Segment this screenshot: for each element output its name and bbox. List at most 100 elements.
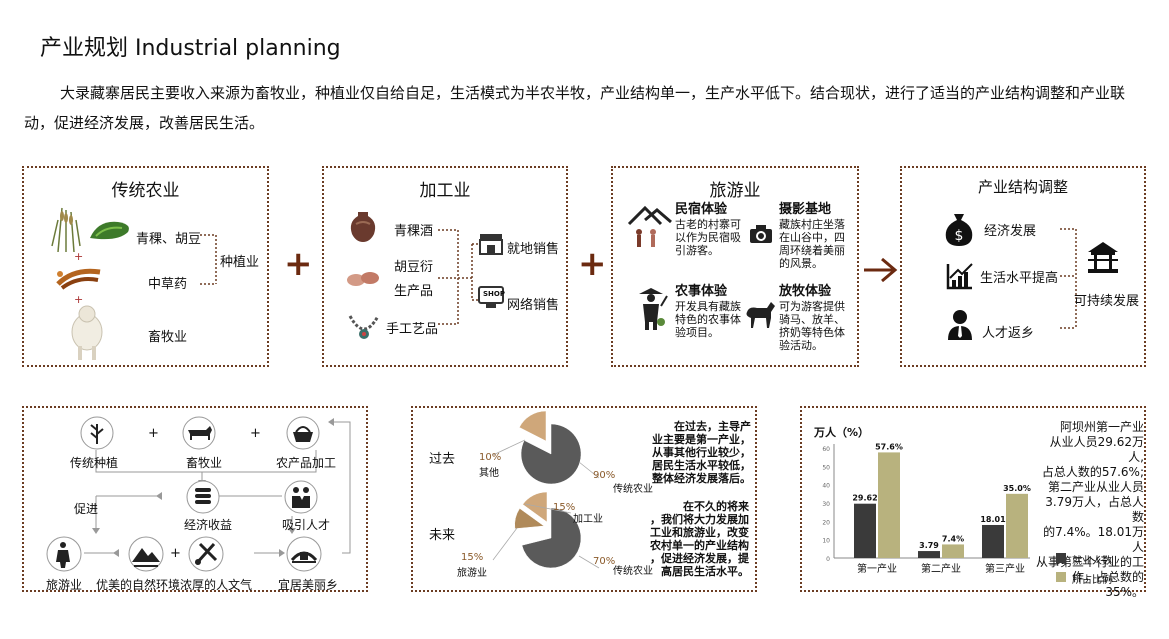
pie-charts — [492, 410, 600, 569]
person-icon — [946, 308, 974, 340]
plus-sign: + — [74, 293, 84, 306]
bar-note-line: 阿坝州第一产业 — [1059, 420, 1144, 434]
bar-value-label: 3.79 — [919, 541, 939, 550]
panel-title: 加工业 — [419, 181, 471, 201]
pie-future-desc-line: ，我们将大力发展加 — [650, 513, 749, 526]
handshake-icon — [284, 480, 318, 518]
bar-note-line: 占总人数的57.6%; — [1041, 465, 1144, 479]
plus-sign: + — [148, 426, 159, 441]
cycle-node-promote: 促进 — [74, 502, 99, 516]
store-icon — [478, 232, 504, 256]
pie-future-tourism-pct: 15% — [461, 552, 484, 563]
y-tick-label: 0 — [826, 556, 830, 563]
x-tick-label: 第一产业 — [857, 562, 897, 575]
agri-item-herb: 中草药 — [148, 277, 188, 292]
shop-label: SHOP — [483, 290, 505, 298]
bar-note-line: 从业人员29.62万人, — [1049, 435, 1144, 464]
tourism-photo-line: 藏族村庄坐落 — [779, 218, 845, 231]
processing-item-bean-line1: 胡豆衍 — [394, 260, 434, 275]
cycle-node-nature: 优美的自然环境 — [96, 578, 181, 592]
bar-value-label: 57.6% — [875, 442, 903, 451]
panel-title: 旅游业 — [709, 181, 761, 201]
online-shop-icon: SHOP — [478, 286, 505, 310]
pie-past-slice-agriculture — [520, 423, 582, 485]
processing-sale-local: 就地销售 — [507, 242, 560, 257]
legend-swatch-share — [1056, 572, 1066, 582]
agri-item-livestock: 畜牧业 — [148, 330, 188, 345]
panel-traditional-agriculture: 传统农业 青稞、胡豆 + 中草药 + — [22, 166, 269, 367]
herb-icon — [54, 262, 104, 292]
pie-past-other-name: 其他 — [479, 468, 499, 479]
panel-processing-industry: 加工业 青稞酒 胡豆衍 生产品 手工艺品 就地销售 — [322, 166, 568, 367]
tourism-farming-line: 特色的农事体 — [675, 313, 741, 326]
structure-item-talent-return: 人才返乡 — [982, 326, 1035, 341]
pie-past-desc-line: 在过去，主导产 — [674, 420, 751, 433]
pie-future-processing-pct: 15% — [553, 502, 576, 513]
bar — [854, 503, 876, 558]
tourism-photo-title: 摄影基地 — [779, 202, 832, 217]
cycle-node-livable: 宜居美丽乡 — [278, 578, 339, 592]
basket-icon — [286, 416, 320, 454]
pie-future-desc-line: 工业和旅游业，改变 — [650, 526, 749, 539]
pie-past-desc-line: 整体经济发展落后。 — [652, 472, 751, 485]
necklace-icon — [346, 312, 382, 342]
tourism-grazing-line: 可为游客提供 — [779, 300, 845, 313]
sheep-icon — [68, 304, 106, 360]
agri-bracket — [200, 234, 217, 285]
tourism-farming-title: 农事体验 — [675, 284, 728, 299]
y-tick-label: 10 — [822, 538, 830, 545]
x-tick-label: 第二产业 — [921, 562, 961, 575]
legend-swatch-employment — [1056, 553, 1066, 563]
cycle-node-processing: 农产品加工 — [276, 456, 337, 470]
plus-sign: + — [170, 546, 181, 561]
bar — [878, 452, 900, 558]
pie-future-desc-line: 高居民生活水平。 — [661, 565, 749, 578]
arrow-right-icon — [864, 257, 898, 283]
intro-paragraph: 大录藏寨居民主要收入来源为畜牧业，种植业仅自给自足，生活模式为半农半牧，产业结构… — [24, 84, 1126, 132]
bar-value-label: 7.4% — [942, 534, 964, 543]
horse-icon — [743, 300, 777, 328]
structure-bracket — [1060, 228, 1077, 329]
pie-past-other-pct: 10% — [479, 452, 502, 463]
bar — [918, 551, 940, 558]
pie-future-processing-name: 加工业 — [573, 514, 603, 525]
panel-title: 产业结构调整 — [977, 178, 1068, 196]
bar-unit-label: 万人（%） — [814, 426, 870, 439]
tourism-photo-line: 周环绕着美丽 — [779, 244, 845, 257]
pie-future-desc-line: ，促进经济发展，提 — [650, 552, 749, 565]
processing-connectors — [438, 229, 478, 325]
bar — [1006, 493, 1028, 558]
planting-icon — [80, 416, 114, 454]
structure-item-living-standard: 生活水平提高 — [980, 271, 1059, 286]
tourist-icon — [46, 536, 82, 576]
culture-icon — [188, 536, 224, 576]
svg-text:$: $ — [955, 228, 964, 244]
tourism-grazing-line: 骑马、放羊、 — [779, 313, 845, 326]
bar — [942, 544, 964, 558]
pie-past-desc-line: 居民生活水平较低， — [652, 459, 751, 472]
agri-item-barley-bean: 青稞、胡豆 — [136, 232, 202, 247]
pie-future-agri-name: 传统农业 — [613, 566, 653, 577]
structure-item-economy: 经济发展 — [984, 224, 1037, 239]
panel-industry-cycle: 传统种植 + 畜牧业 + 农产品加工 经济收益 吸引人才 促进 旅游业 优美的自… — [22, 406, 368, 592]
pie-past-desc-line: 业主要是第一产业， — [652, 433, 751, 446]
bar-note-line: 第二产业从业人员 — [1047, 480, 1144, 494]
broad-bean-icon — [88, 218, 132, 244]
barley-icon — [46, 206, 86, 252]
bar-note-line: 的7.4%。18.01万人 — [1043, 525, 1144, 554]
y-tick-label: 30 — [822, 501, 830, 508]
panel-title: 传统农业 — [111, 181, 180, 201]
bar-note-line: 3.79万人，占总人数 — [1045, 495, 1144, 524]
legend-employment: 就业人数 — [1072, 556, 1112, 567]
bar-value-label: 29.62 — [852, 494, 877, 503]
plus-operator: + — [284, 244, 313, 284]
pie-past-label: 过去 — [429, 452, 456, 467]
cycle-node-attract-talent: 吸引人才 — [282, 518, 331, 532]
bar-chart: 010203040506029.6257.6%第一产业3.797.4%第二产业1… — [822, 442, 1031, 575]
pie-future-tourism-name: 旅游业 — [457, 568, 487, 579]
pie-future-slice-processing — [522, 491, 548, 523]
page-title: 产业规划 Industrial planning — [40, 36, 341, 61]
camera-icon — [749, 224, 773, 244]
pie-past-slice-other — [518, 410, 547, 442]
tourism-grazing-line: 挤奶等特色体 — [779, 326, 845, 339]
